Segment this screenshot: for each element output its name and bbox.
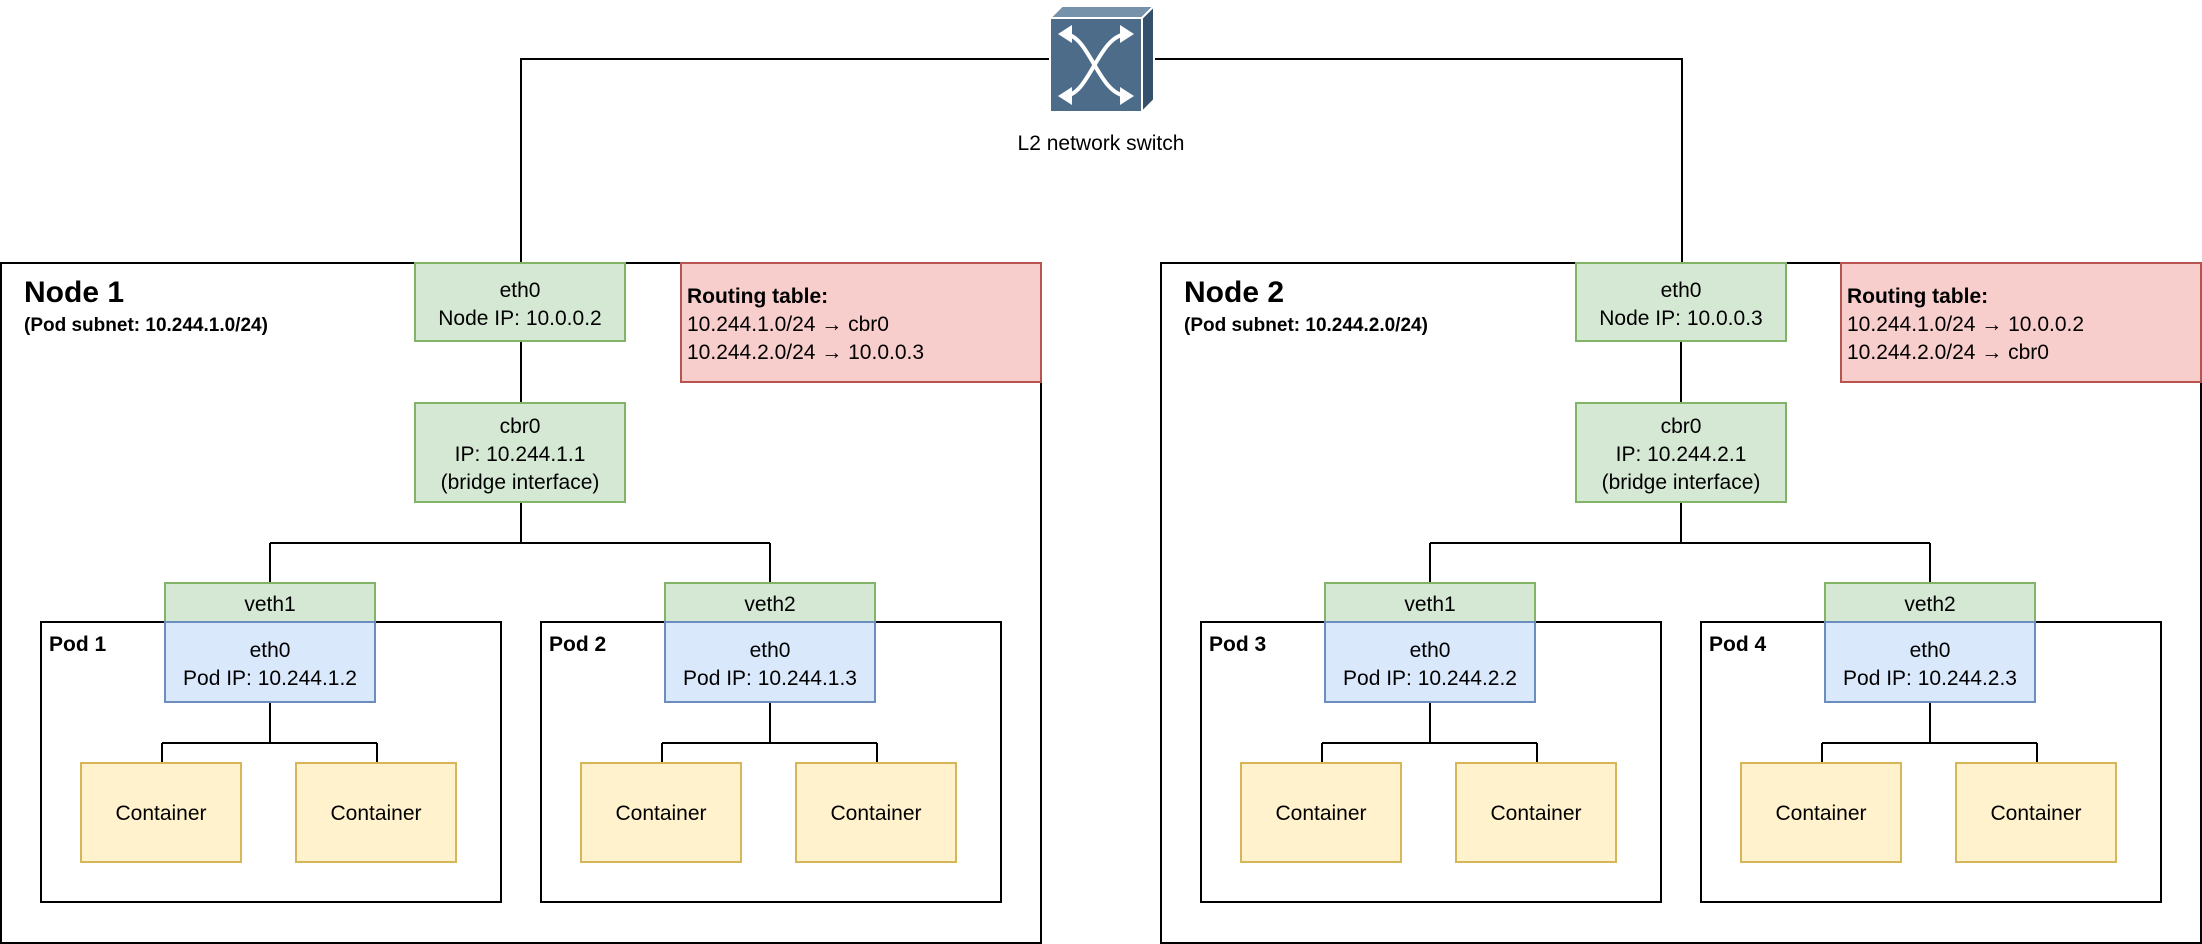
node-2-eth0-box xyxy=(1575,262,1787,342)
pod-3-title: Pod 3 xyxy=(1209,633,1266,656)
pod-2: Pod 2 veth2 eth0 Pod IP: 10.244.1.3 Cont… xyxy=(540,582,1002,903)
node-1-route-1: 10.244.1.0/24 → cbr0 xyxy=(687,313,889,336)
pod-3-eth0-box xyxy=(1324,621,1536,703)
pod-4: Pod 4 veth2 eth0 Pod IP: 10.244.2.3 Cont… xyxy=(1700,582,2162,903)
node-2-eth0-ip: Node IP: 10.0.0.3 xyxy=(1599,307,1762,330)
node-1-subnet: (Pod subnet: 10.244.1.0/24) xyxy=(24,315,268,336)
pod-4-container-1 xyxy=(1740,762,1902,863)
pod-4-eth0-name: eth0 xyxy=(1910,639,1951,662)
pod-2-eth0-name: eth0 xyxy=(750,639,791,662)
node-2-routing-table xyxy=(1840,262,2202,383)
pod-4-container-links xyxy=(1821,702,2038,763)
pod-2-container-1-label: Container xyxy=(615,802,706,825)
pod-3-container-links xyxy=(1321,702,1538,763)
node-1-cbr0-ip: IP: 10.244.1.1 xyxy=(455,443,586,466)
pod-4-ip: Pod IP: 10.244.2.3 xyxy=(1843,667,2017,690)
pod-2-container-2 xyxy=(795,762,957,863)
pod-3-container-1-label: Container xyxy=(1275,802,1366,825)
pod-2-title: Pod 2 xyxy=(549,633,606,656)
pod-1-container-1-label: Container xyxy=(115,802,206,825)
pod-4-veth-label: veth2 xyxy=(1904,593,1955,616)
node-1-cbr0-to-veth-links xyxy=(269,502,771,583)
node-1-cbr0-name: cbr0 xyxy=(500,415,541,438)
pod-3: Pod 3 veth1 eth0 Pod IP: 10.244.2.2 Cont… xyxy=(1200,582,1662,903)
pod-4-container-1-label: Container xyxy=(1775,802,1866,825)
pod-3-ip: Pod IP: 10.244.2.2 xyxy=(1343,667,1517,690)
node-2-cbr0-box xyxy=(1575,402,1787,503)
node-1-eth0-box xyxy=(414,262,626,342)
pod-1: Pod 1 veth1 eth0 Pod IP: 10.244.1.2 Cont… xyxy=(40,582,502,903)
pod-4-eth0-box xyxy=(1824,621,2036,703)
node-2-cbr0-to-veth-links xyxy=(1429,502,1931,583)
node-2: Node 2 (Pod subnet: 10.244.2.0/24) eth0 … xyxy=(1160,262,2202,944)
node-1-cbr0-box xyxy=(414,402,626,503)
pod-4-container-2 xyxy=(1955,762,2117,863)
pod-2-container-2-label: Container xyxy=(830,802,921,825)
pod-1-title: Pod 1 xyxy=(49,633,106,656)
node-1-routing-table xyxy=(680,262,1042,383)
pod-3-container-1 xyxy=(1240,762,1402,863)
node-1-eth0-name: eth0 xyxy=(500,279,541,302)
pod-3-veth-box xyxy=(1324,582,1536,623)
pod-4-title: Pod 4 xyxy=(1709,633,1766,656)
switch-to-node2-link xyxy=(1152,58,1683,263)
node-2-route-1: 10.244.1.0/24 → 10.0.0.2 xyxy=(1847,313,2084,336)
node-2-routing-title: Routing table: xyxy=(1847,285,1988,308)
pod-2-eth0-box xyxy=(664,621,876,703)
node-2-eth0-name: eth0 xyxy=(1661,279,1702,302)
node-2-subnet: (Pod subnet: 10.244.2.0/24) xyxy=(1184,315,1428,336)
pod-2-ip: Pod IP: 10.244.1.3 xyxy=(683,667,857,690)
pod-1-container-1 xyxy=(80,762,242,863)
network-switch-icon xyxy=(1047,3,1157,115)
pod-1-container-2-label: Container xyxy=(330,802,421,825)
node-2-cbr0-desc: (bridge interface) xyxy=(1602,471,1761,494)
pod-2-veth-box xyxy=(664,582,876,623)
node-1-cbr0-desc: (bridge interface) xyxy=(441,471,600,494)
pod-2-container-1 xyxy=(580,762,742,863)
switch-to-node1-link xyxy=(520,58,1050,263)
node-2-cbr0-ip: IP: 10.244.2.1 xyxy=(1616,443,1747,466)
node-1-title: Node 1 xyxy=(24,276,124,309)
node-1-eth0-ip: Node IP: 10.0.0.2 xyxy=(438,307,601,330)
pod-4-container-2-label: Container xyxy=(1990,802,2081,825)
node-2-cbr0-name: cbr0 xyxy=(1661,415,1702,438)
pod-3-eth0-name: eth0 xyxy=(1410,639,1451,662)
node-1-route-2: 10.244.2.0/24 → 10.0.0.3 xyxy=(687,341,924,364)
node-1: Node 1 (Pod subnet: 10.244.1.0/24) eth0 … xyxy=(0,262,1042,944)
pod-1-container-links xyxy=(161,702,378,763)
node-2-route-2: 10.244.2.0/24 → cbr0 xyxy=(1847,341,2049,364)
pod-2-container-links xyxy=(661,702,878,763)
pod-1-ip: Pod IP: 10.244.1.2 xyxy=(183,667,357,690)
pod-3-container-2 xyxy=(1455,762,1617,863)
node-1-routing-title: Routing table: xyxy=(687,285,828,308)
node-2-title: Node 2 xyxy=(1184,276,1284,309)
switch-label: L2 network switch xyxy=(1018,132,1185,155)
pod-3-container-2-label: Container xyxy=(1490,802,1581,825)
pod-1-eth0-box xyxy=(164,621,376,703)
pod-3-veth-label: veth1 xyxy=(1404,593,1455,616)
pod-1-container-2 xyxy=(295,762,457,863)
pod-2-veth-label: veth2 xyxy=(744,593,795,616)
pod-1-eth0-name: eth0 xyxy=(250,639,291,662)
pod-1-veth-label: veth1 xyxy=(244,593,295,616)
pod-1-veth-box xyxy=(164,582,376,623)
